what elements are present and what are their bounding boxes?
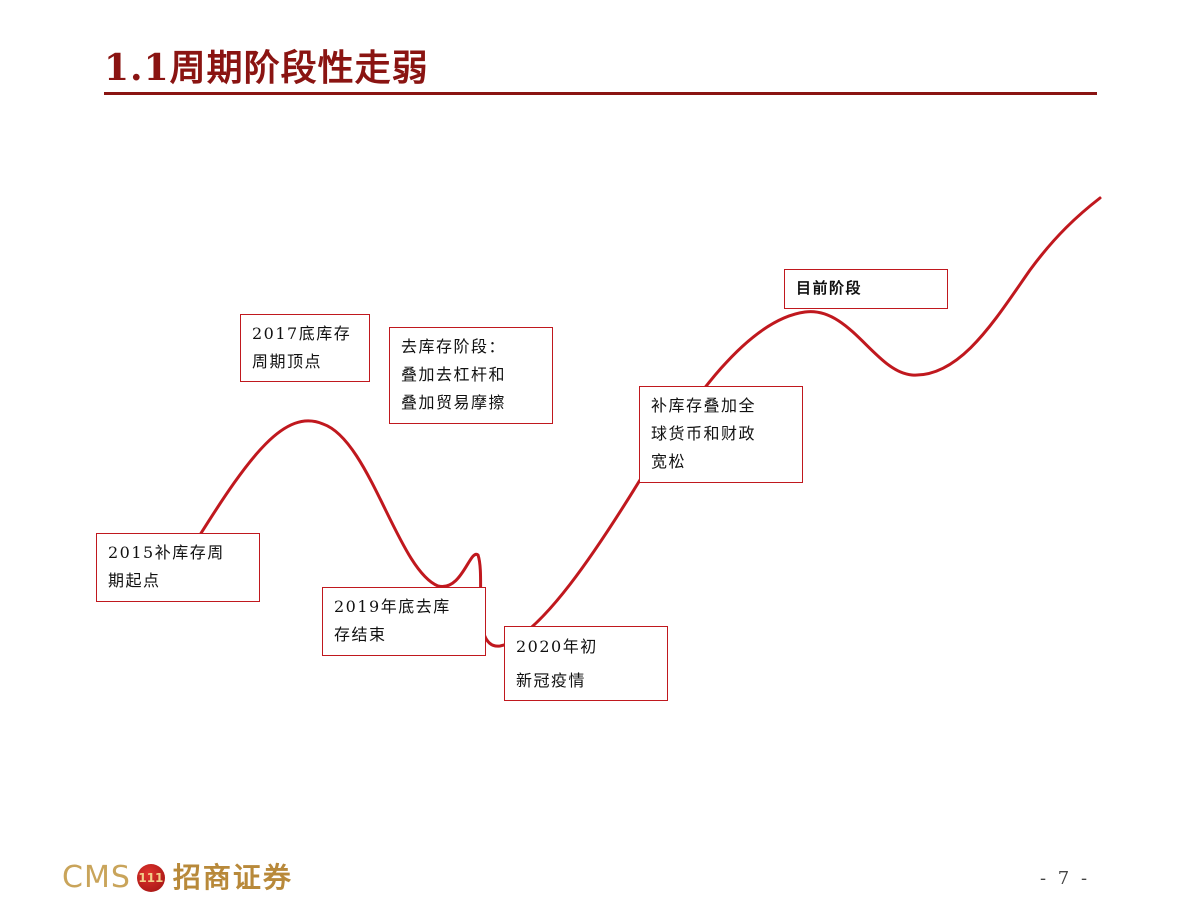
annotation-restock-easing: 补库存叠加全 球货币和财政 宽松 <box>639 386 803 483</box>
annotation-line: 期起点 <box>108 571 161 590</box>
annotation-2020-covid: 2020年初 新冠疫情 <box>504 626 668 701</box>
annotation-destocking-stage: 去库存阶段： 叠加去杠杆和 叠加贸易摩擦 <box>389 327 553 424</box>
annotation-line: 宽松 <box>651 452 687 471</box>
title-underline <box>104 92 1097 95</box>
annotation-line: 存结束 <box>334 625 387 644</box>
slide-title: 1.1周期阶段性走弱 <box>104 47 429 89</box>
annotation-line: 球货币和财政 <box>651 424 757 443</box>
page-number: - 7 - <box>1040 868 1091 889</box>
annotation-current-stage: 目前阶段 <box>784 269 948 309</box>
annotation-2019-destock-end: 2019年底去库 存结束 <box>322 587 486 656</box>
annotation-line: 叠加去杠杆和 <box>401 365 507 384</box>
cycle-curve <box>196 196 1102 648</box>
annotation-line: 补库存叠加全 <box>651 396 757 415</box>
annotation-line: 目前阶段 <box>796 279 863 297</box>
brand-name: 招商证券 <box>172 861 293 894</box>
annotation-2017-peak: 2017底库存 周期顶点 <box>240 314 370 382</box>
annotation-line: 周期顶点 <box>252 352 323 371</box>
cms-logo-text: CMS <box>62 860 131 895</box>
annotation-line: 2015补库存周 <box>108 543 225 562</box>
annotation-line: 2019年底去库 <box>334 597 451 616</box>
annotation-line: 叠加贸易摩擦 <box>401 393 507 412</box>
annotation-line: 2017底库存 <box>252 324 352 343</box>
cms-emblem-icon: 111 <box>136 864 165 892</box>
annotation-2015-restock-start: 2015补库存周 期起点 <box>96 533 260 602</box>
annotation-line: 去库存阶段： <box>401 337 507 356</box>
annotation-line: 新冠疫情 <box>516 671 587 690</box>
cms-logo: CMS 111 招商证券 <box>62 858 293 898</box>
annotation-line: 2020年初 <box>516 637 598 656</box>
